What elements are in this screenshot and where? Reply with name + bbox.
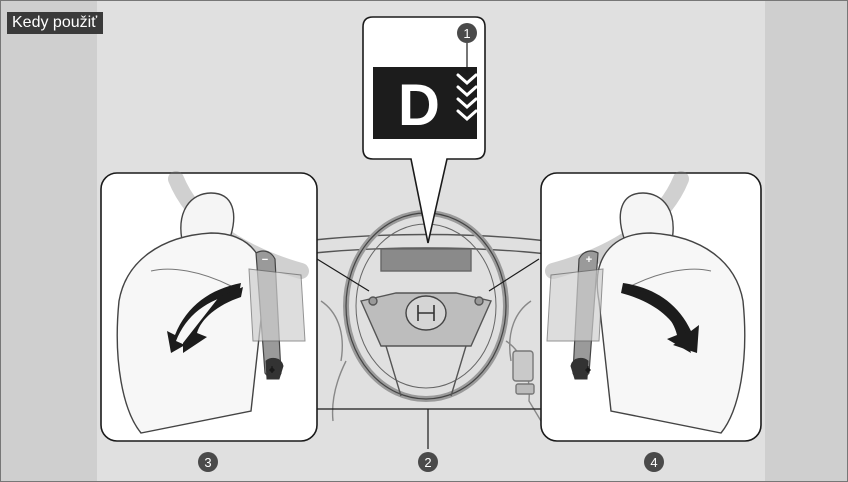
svg-text:3: 3 [204, 455, 211, 470]
section-label: Kedy použiť [7, 12, 103, 34]
right-paddle-panel [541, 173, 761, 441]
callout-2: 2 [418, 452, 438, 472]
svg-text:2: 2 [424, 455, 431, 470]
gear-letter: D [398, 73, 440, 138]
callout-4: 4 [644, 452, 664, 472]
svg-text:4: 4 [650, 455, 657, 470]
callout-3: 3 [198, 452, 218, 472]
plus-sign-label: + [586, 254, 592, 266]
svg-text:1: 1 [463, 26, 470, 41]
left-paddle-panel [101, 173, 317, 441]
minus-sign-label: − [262, 254, 268, 266]
callout-1: 1 [457, 23, 477, 43]
